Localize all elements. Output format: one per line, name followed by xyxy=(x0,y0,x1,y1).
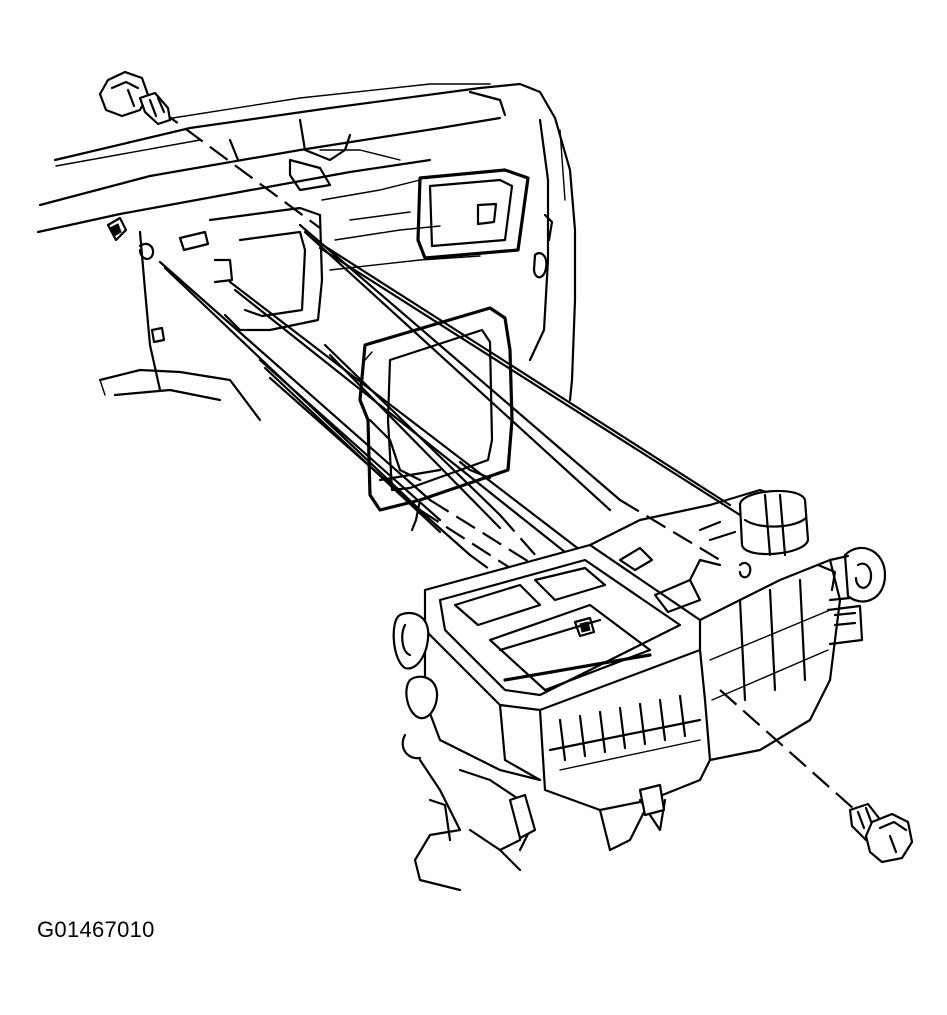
module-edge-lines xyxy=(368,418,492,482)
dash-panel-body xyxy=(36,82,577,422)
bolt-top-left xyxy=(98,70,172,126)
bolt-bottom-right xyxy=(848,802,914,864)
figure-id-label: G01467010 xyxy=(37,917,155,942)
stud-leader-lines xyxy=(158,223,742,562)
hvac-module xyxy=(392,488,887,892)
module-seal-gasket xyxy=(358,306,514,532)
